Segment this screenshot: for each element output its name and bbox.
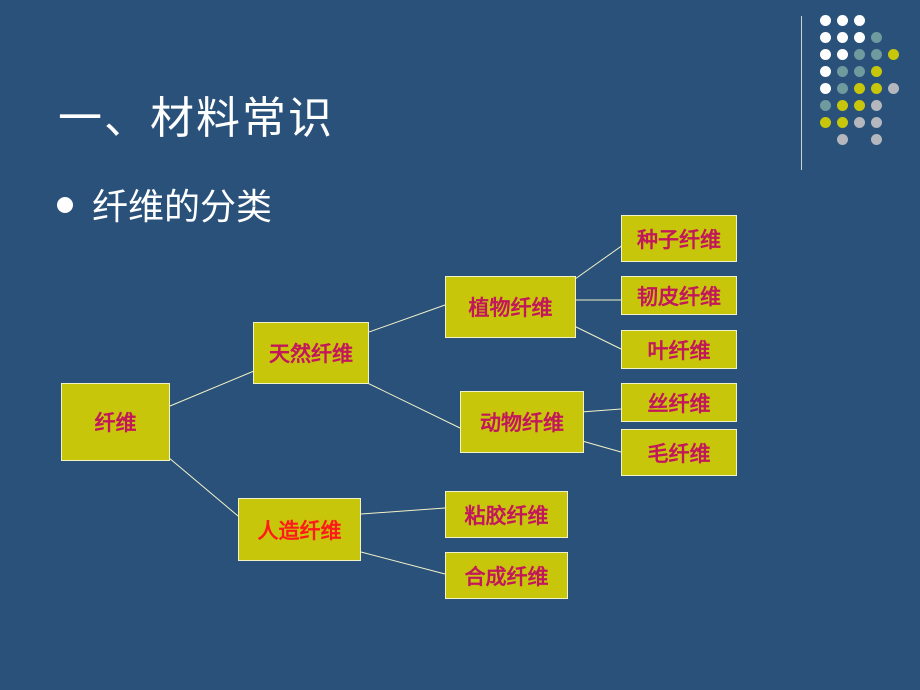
- decor-dot: [820, 83, 831, 94]
- node-leaf-fiber: 叶纤维: [621, 330, 737, 369]
- decor-dot: [854, 117, 865, 128]
- decor-dot: [854, 32, 865, 43]
- decor-dot: [820, 66, 831, 77]
- decor-dot: [837, 83, 848, 94]
- node-viscose-fiber: 粘胶纤维: [445, 491, 568, 538]
- decor-dot: [854, 49, 865, 60]
- node-fiber: 纤维: [61, 383, 170, 461]
- decor-dot: [837, 15, 848, 26]
- decor-dot: [871, 134, 882, 145]
- node-animal-fiber: 动物纤维: [460, 391, 584, 453]
- decor-dot: [854, 66, 865, 77]
- decor-dot: [837, 117, 848, 128]
- decor-dot: [871, 100, 882, 111]
- node-natural-fiber: 天然纤维: [253, 322, 369, 384]
- decor-dot: [854, 83, 865, 94]
- decor-dot: [854, 15, 865, 26]
- node-seed-fiber: 种子纤维: [621, 215, 737, 262]
- decor-dot: [854, 100, 865, 111]
- link-root-manmade: [161, 451, 239, 517]
- decor-dot: [888, 83, 899, 94]
- decor-dot: [820, 100, 831, 111]
- decor-dot: [888, 49, 899, 60]
- decor-dot: [820, 49, 831, 60]
- decor-dot: [837, 100, 848, 111]
- decor-dot: [837, 134, 848, 145]
- link-manmade-synthetic: [360, 551, 446, 575]
- node-wool-fiber: 毛纤维: [621, 429, 737, 476]
- decor-dot: [871, 66, 882, 77]
- decor-dot: [820, 32, 831, 43]
- link-natural-plant: [354, 304, 446, 338]
- bullet-icon: [57, 197, 73, 213]
- node-plant-fiber: 植物纤维: [445, 276, 576, 338]
- bullet-text: 纤维的分类: [92, 187, 273, 228]
- link-natural-animal: [354, 376, 461, 429]
- node-bast-fiber: 韧皮纤维: [621, 276, 737, 315]
- decor-dot: [820, 15, 831, 26]
- link-plant-seed: [567, 239, 631, 285]
- decor-dot: [837, 32, 848, 43]
- decor-divider: [801, 16, 802, 170]
- decor-dot: [871, 49, 882, 60]
- slide-title: 一、材料常识: [58, 93, 334, 144]
- node-synthetic-fiber: 合成纤维: [445, 552, 568, 599]
- decor-dot: [837, 66, 848, 77]
- node-manmade-fiber: 人造纤维: [238, 498, 361, 561]
- decor-dot: [871, 117, 882, 128]
- decor-dot: [871, 32, 882, 43]
- link-plant-leaf: [567, 322, 622, 350]
- link-root-natural: [169, 370, 255, 407]
- link-manmade-viscose: [360, 507, 446, 515]
- decor-dot: [820, 117, 831, 128]
- decor-dot: [871, 83, 882, 94]
- node-silk-fiber: 丝纤维: [621, 383, 737, 422]
- decor-dot: [837, 49, 848, 60]
